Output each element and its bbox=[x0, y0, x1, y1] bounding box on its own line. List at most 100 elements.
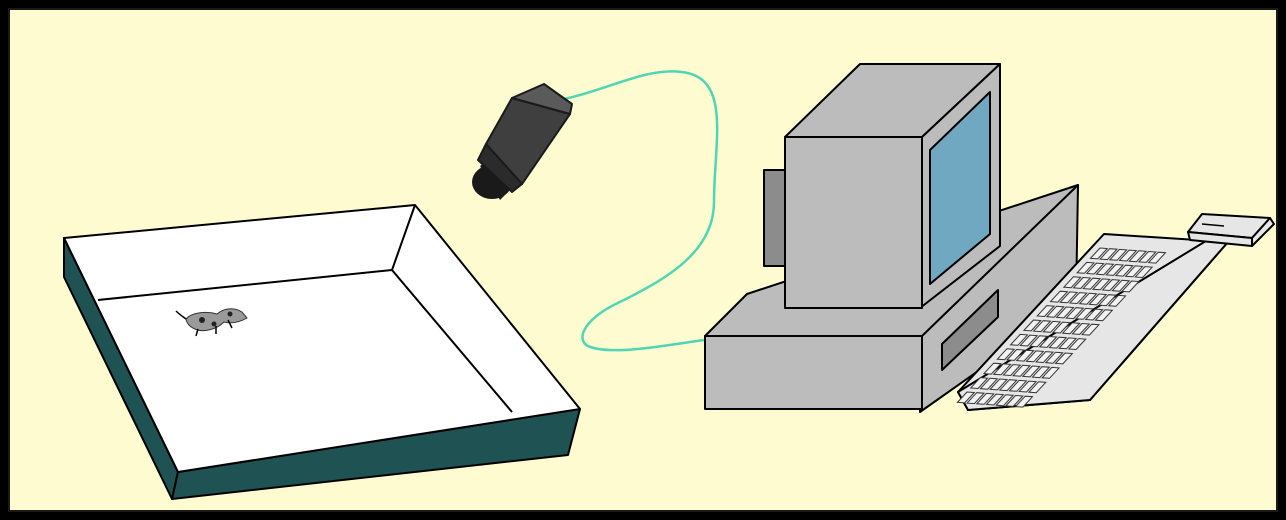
keyboard-key bbox=[956, 391, 976, 404]
keyboard-key bbox=[1105, 263, 1125, 276]
keyboard-key bbox=[1059, 291, 1079, 304]
keyboard-key bbox=[1051, 321, 1071, 334]
keyboard-key bbox=[992, 363, 1012, 376]
mouse bbox=[1187, 213, 1275, 247]
keyboard-key bbox=[998, 379, 1018, 392]
keyboard-key bbox=[1124, 265, 1144, 278]
keyboard-key bbox=[1015, 349, 1035, 362]
keyboard-key bbox=[1036, 305, 1056, 318]
mouse-button-line bbox=[1201, 223, 1225, 227]
keyboard-key bbox=[1012, 364, 1032, 377]
keyboard-key bbox=[1107, 294, 1127, 307]
setup-diagram bbox=[10, 10, 1276, 510]
animal-icon bbox=[175, 308, 248, 337]
keyboard-key bbox=[1084, 308, 1104, 321]
keyboard-key bbox=[1068, 292, 1088, 305]
keyboard-key bbox=[1031, 366, 1051, 379]
keyboard-key bbox=[1089, 247, 1109, 260]
keyboard-key bbox=[1002, 364, 1022, 377]
keyboard-key bbox=[1076, 261, 1096, 274]
camera-body-face bbox=[477, 143, 523, 193]
keyboard-key bbox=[1137, 250, 1157, 263]
arena-inner-edge-left bbox=[97, 269, 393, 301]
keyboard-key bbox=[1038, 335, 1058, 348]
keyboard-key bbox=[1022, 319, 1042, 332]
keyboard-key bbox=[1048, 336, 1068, 349]
monitor-side bbox=[784, 136, 923, 309]
keyboard-key bbox=[1114, 264, 1134, 277]
keyboard-key bbox=[1044, 351, 1064, 364]
monitor bbox=[763, 63, 1001, 309]
keyboard-key bbox=[1005, 348, 1025, 361]
keyboard-key bbox=[1128, 250, 1148, 263]
keyboard-key bbox=[982, 362, 1002, 375]
keyboard-key bbox=[1021, 365, 1041, 378]
camera-body-top bbox=[511, 83, 573, 115]
monitor-screen bbox=[929, 91, 991, 285]
animal-spot-3 bbox=[227, 311, 233, 317]
keyboard-key bbox=[1095, 263, 1115, 276]
diagram-panel bbox=[8, 8, 1278, 512]
keyboard-key bbox=[996, 348, 1016, 361]
keyboard-key bbox=[1088, 293, 1108, 306]
keyboard-key bbox=[1118, 249, 1138, 262]
animal-spot-1 bbox=[199, 317, 205, 323]
keyboard-key bbox=[1078, 292, 1098, 305]
keyboard-key bbox=[1071, 322, 1091, 335]
keyboard-key bbox=[1097, 294, 1117, 307]
keyboard-key bbox=[1042, 320, 1062, 333]
keyboard-key bbox=[1134, 266, 1154, 279]
keyboard-key bbox=[1108, 248, 1128, 261]
keyboard-key bbox=[985, 393, 1005, 406]
keyboard-key bbox=[1028, 335, 1048, 348]
keyboard-key bbox=[1054, 352, 1074, 365]
open-field-arena bbox=[63, 204, 581, 500]
arena-inner-edge-corner bbox=[390, 204, 513, 413]
keyboard-key bbox=[1091, 278, 1111, 291]
keyboard-key bbox=[1062, 276, 1082, 289]
keyboard-key bbox=[1101, 279, 1121, 292]
video-camera bbox=[472, 83, 573, 200]
keyboard-key bbox=[1147, 251, 1167, 264]
keyboard-key bbox=[1019, 334, 1039, 347]
keyboard-key bbox=[1027, 381, 1047, 394]
arena-floor bbox=[63, 204, 581, 473]
keyboard bbox=[956, 229, 1229, 411]
keyboard-key bbox=[1111, 279, 1131, 292]
keyboard-key bbox=[1094, 309, 1114, 322]
keyboard-key bbox=[975, 392, 995, 405]
keyboard-key bbox=[966, 392, 986, 405]
drive-slot bbox=[941, 289, 999, 371]
keyboard-key bbox=[995, 394, 1015, 407]
keyboard-key bbox=[1032, 320, 1052, 333]
keyboard-key bbox=[1014, 395, 1034, 408]
keyboard-key bbox=[1082, 277, 1102, 290]
keyboard-key bbox=[1099, 248, 1119, 261]
keyboard-key bbox=[1045, 305, 1065, 318]
keyboard-key bbox=[1018, 380, 1038, 393]
mouse-end bbox=[1251, 217, 1275, 247]
keyboard-key bbox=[979, 377, 999, 390]
animal-spot-2 bbox=[211, 321, 217, 327]
keyboard-key bbox=[1025, 350, 1045, 363]
keyboard-keys bbox=[956, 247, 1167, 408]
keyboard-key bbox=[989, 378, 1009, 391]
keyboard-key bbox=[1081, 323, 1101, 336]
animal-legs bbox=[195, 319, 233, 337]
keyboard-key bbox=[1065, 307, 1085, 320]
keyboard-key bbox=[1074, 307, 1094, 320]
keyboard-key bbox=[1072, 276, 1092, 289]
keyboard-key bbox=[1061, 322, 1081, 335]
animal-tail bbox=[175, 310, 187, 320]
keyboard-key bbox=[1041, 366, 1061, 379]
keyboard-key bbox=[969, 377, 989, 390]
keyboard-key bbox=[1120, 280, 1140, 293]
base-front bbox=[704, 335, 923, 410]
keyboard-key bbox=[1035, 351, 1055, 364]
keyboard-key bbox=[1049, 290, 1069, 303]
keyboard-key bbox=[1055, 306, 1075, 319]
keyboard-key bbox=[1009, 333, 1029, 346]
keyboard-key bbox=[1067, 338, 1087, 351]
keyboard-key bbox=[1085, 262, 1105, 275]
